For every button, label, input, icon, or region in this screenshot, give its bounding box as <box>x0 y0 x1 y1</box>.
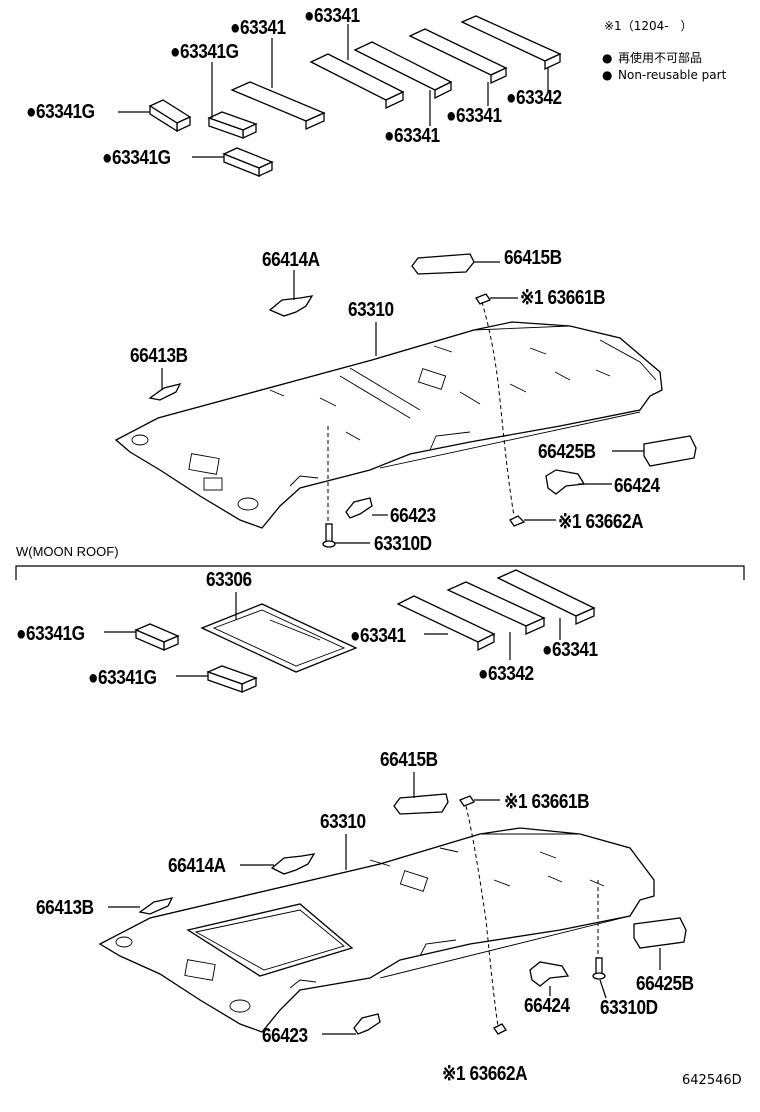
leader-lines-fourth <box>108 772 661 1035</box>
label-63341: ●63341 <box>304 5 360 27</box>
headliner-moonroof <box>98 827 655 1033</box>
label-66413b: 66413B <box>36 897 94 919</box>
label-66425b: 66425B <box>636 973 694 995</box>
label-66415b: 66415B <box>380 749 438 771</box>
section-divider <box>15 565 745 580</box>
clips-moonroof <box>138 793 687 1035</box>
label-63342: ●63342 <box>478 663 534 685</box>
label-66413b: 66413B <box>130 345 188 367</box>
label-63341g: ●63341G <box>26 101 95 123</box>
leader-lines-third <box>104 592 561 677</box>
label-63341: ●63341 <box>230 17 286 39</box>
label-66424: 66424 <box>614 475 660 497</box>
label-66425b: 66425B <box>538 441 596 463</box>
label-63310d: 63310D <box>374 533 432 555</box>
legend-bullet-en: ● <box>602 68 613 82</box>
label-63341g: ●63341G <box>16 623 85 645</box>
label-66424: 66424 <box>524 995 570 1017</box>
label-63310: 63310 <box>320 811 366 833</box>
label-63341: ●63341 <box>350 625 406 647</box>
label-63341g: ●63341G <box>170 41 239 63</box>
label-63341g: ●63341G <box>88 667 157 689</box>
leader-lines-top <box>118 24 549 158</box>
label-63310d: 63310D <box>600 997 658 1019</box>
label-66423: 66423 <box>390 505 436 527</box>
label-63306: 63306 <box>206 569 252 591</box>
label-63661b: ※1 63661B <box>520 287 606 309</box>
legend-non-reusable-jp: 再使用不可部品 <box>618 51 703 65</box>
pad-group-moonroof <box>134 569 596 693</box>
label-63310: 63310 <box>348 299 394 321</box>
section-label-moon-roof: W(MOON ROOF) <box>16 544 119 559</box>
label-63661b: ※1 63661B <box>504 791 590 813</box>
label-63341g: ●63341G <box>102 147 171 169</box>
figure-id: 642546D <box>682 1073 742 1088</box>
reference-note: ※1（1204- ） <box>604 19 693 33</box>
legend-non-reusable-en: Non-reusable part <box>618 68 727 82</box>
pad-group-top <box>148 15 562 178</box>
label-63341: ●63341 <box>446 105 502 127</box>
label-66414a: 66414A <box>168 855 226 877</box>
leader-lines-second <box>161 261 644 544</box>
label-63342: ●63342 <box>506 87 562 109</box>
label-63662a: ※1 63662A <box>442 1063 528 1085</box>
label-66423: 66423 <box>262 1025 308 1047</box>
label-63662a: ※1 63662A <box>558 511 644 533</box>
label-66415b: 66415B <box>504 247 562 269</box>
legend-bullet-jp: ● <box>602 51 613 65</box>
label-63341: ●63341 <box>384 125 440 147</box>
label-63341: ●63341 <box>542 639 598 661</box>
headliner-top <box>114 321 663 529</box>
label-66414a: 66414A <box>262 249 320 271</box>
